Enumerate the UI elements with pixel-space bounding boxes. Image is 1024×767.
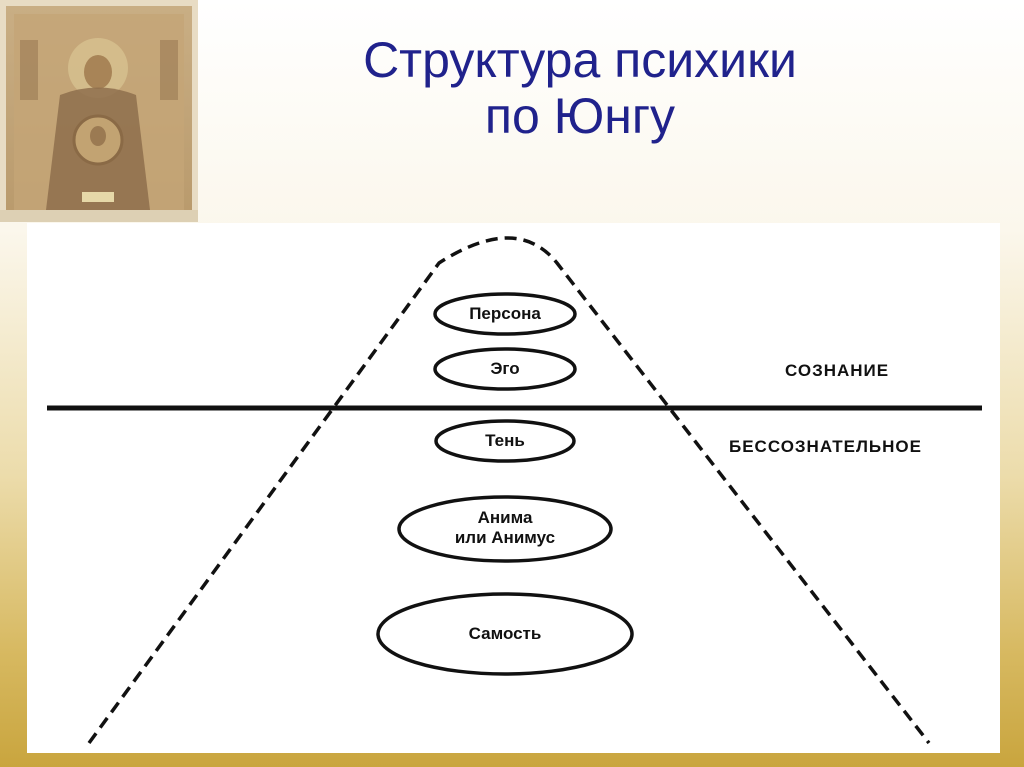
persona-ellipse xyxy=(433,292,577,336)
ego-label: Эго xyxy=(490,359,520,378)
shadow-ellipse xyxy=(434,419,576,463)
title-line-1: Структура психики xyxy=(363,32,797,88)
anima-label-line-1: Анима xyxy=(477,508,533,527)
self-ellipse xyxy=(376,592,634,676)
unconscious-level-label: БЕССОЗНАТЕЛЬНОЕ xyxy=(729,437,922,456)
religious-icon-image xyxy=(0,0,198,222)
slide-title: Структура психики по Юнгу xyxy=(330,32,830,144)
psyche-cone-outline xyxy=(87,236,931,745)
anima-ellipse xyxy=(397,495,613,563)
conscious-level-label: СОЗНАНИЕ xyxy=(785,361,890,380)
persona-label: Персона xyxy=(469,304,541,323)
psyche-structure-diagram: Персона Эго Тень Анима или Анимус Самост… xyxy=(27,223,1000,753)
anima-label-line-2: или Анимус xyxy=(454,528,556,547)
ego-ellipse xyxy=(433,347,577,391)
self-label: Самость xyxy=(468,624,542,643)
title-line-2: по Юнгу xyxy=(484,88,676,144)
shadow-label: Тень xyxy=(485,431,525,450)
